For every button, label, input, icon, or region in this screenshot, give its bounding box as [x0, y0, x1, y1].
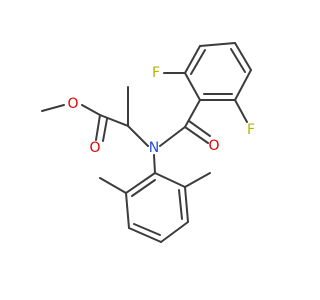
bond-layer	[41, 42, 252, 243]
bond	[41, 104, 65, 112]
bond	[153, 154, 156, 174]
atom-label-layer: F F O N O O	[67, 65, 255, 156]
bond	[154, 172, 186, 188]
bond	[160, 221, 189, 243]
bond	[234, 42, 252, 71]
bond	[133, 223, 161, 236]
bond	[178, 189, 183, 220]
oxygen-label: O	[89, 140, 100, 156]
bond	[184, 99, 201, 128]
bond	[234, 69, 252, 101]
bond	[127, 125, 149, 147]
bond	[188, 120, 211, 137]
chemical-structure-diagram: F F O N O O	[41, 42, 255, 243]
bond	[184, 186, 189, 223]
bond	[125, 172, 156, 194]
bond	[131, 179, 156, 197]
bond	[234, 99, 248, 123]
nitrogen-label: N	[149, 140, 159, 156]
bond	[99, 114, 129, 127]
oxygen-label: O	[208, 138, 219, 154]
bond	[230, 48, 246, 73]
bond	[190, 49, 206, 75]
bond	[184, 45, 201, 74]
bond	[95, 114, 101, 141]
bond	[184, 72, 201, 101]
bond	[99, 177, 127, 194]
bond	[184, 172, 211, 188]
bond	[125, 192, 130, 229]
bond	[102, 118, 108, 142]
oxygen-label: O	[67, 96, 78, 112]
bond	[159, 126, 186, 147]
bond	[199, 42, 236, 47]
bond	[81, 104, 101, 116]
fluorine-label: F	[247, 122, 255, 138]
bond	[184, 126, 209, 144]
bond	[128, 227, 162, 243]
fluorine-label: F	[152, 65, 160, 81]
